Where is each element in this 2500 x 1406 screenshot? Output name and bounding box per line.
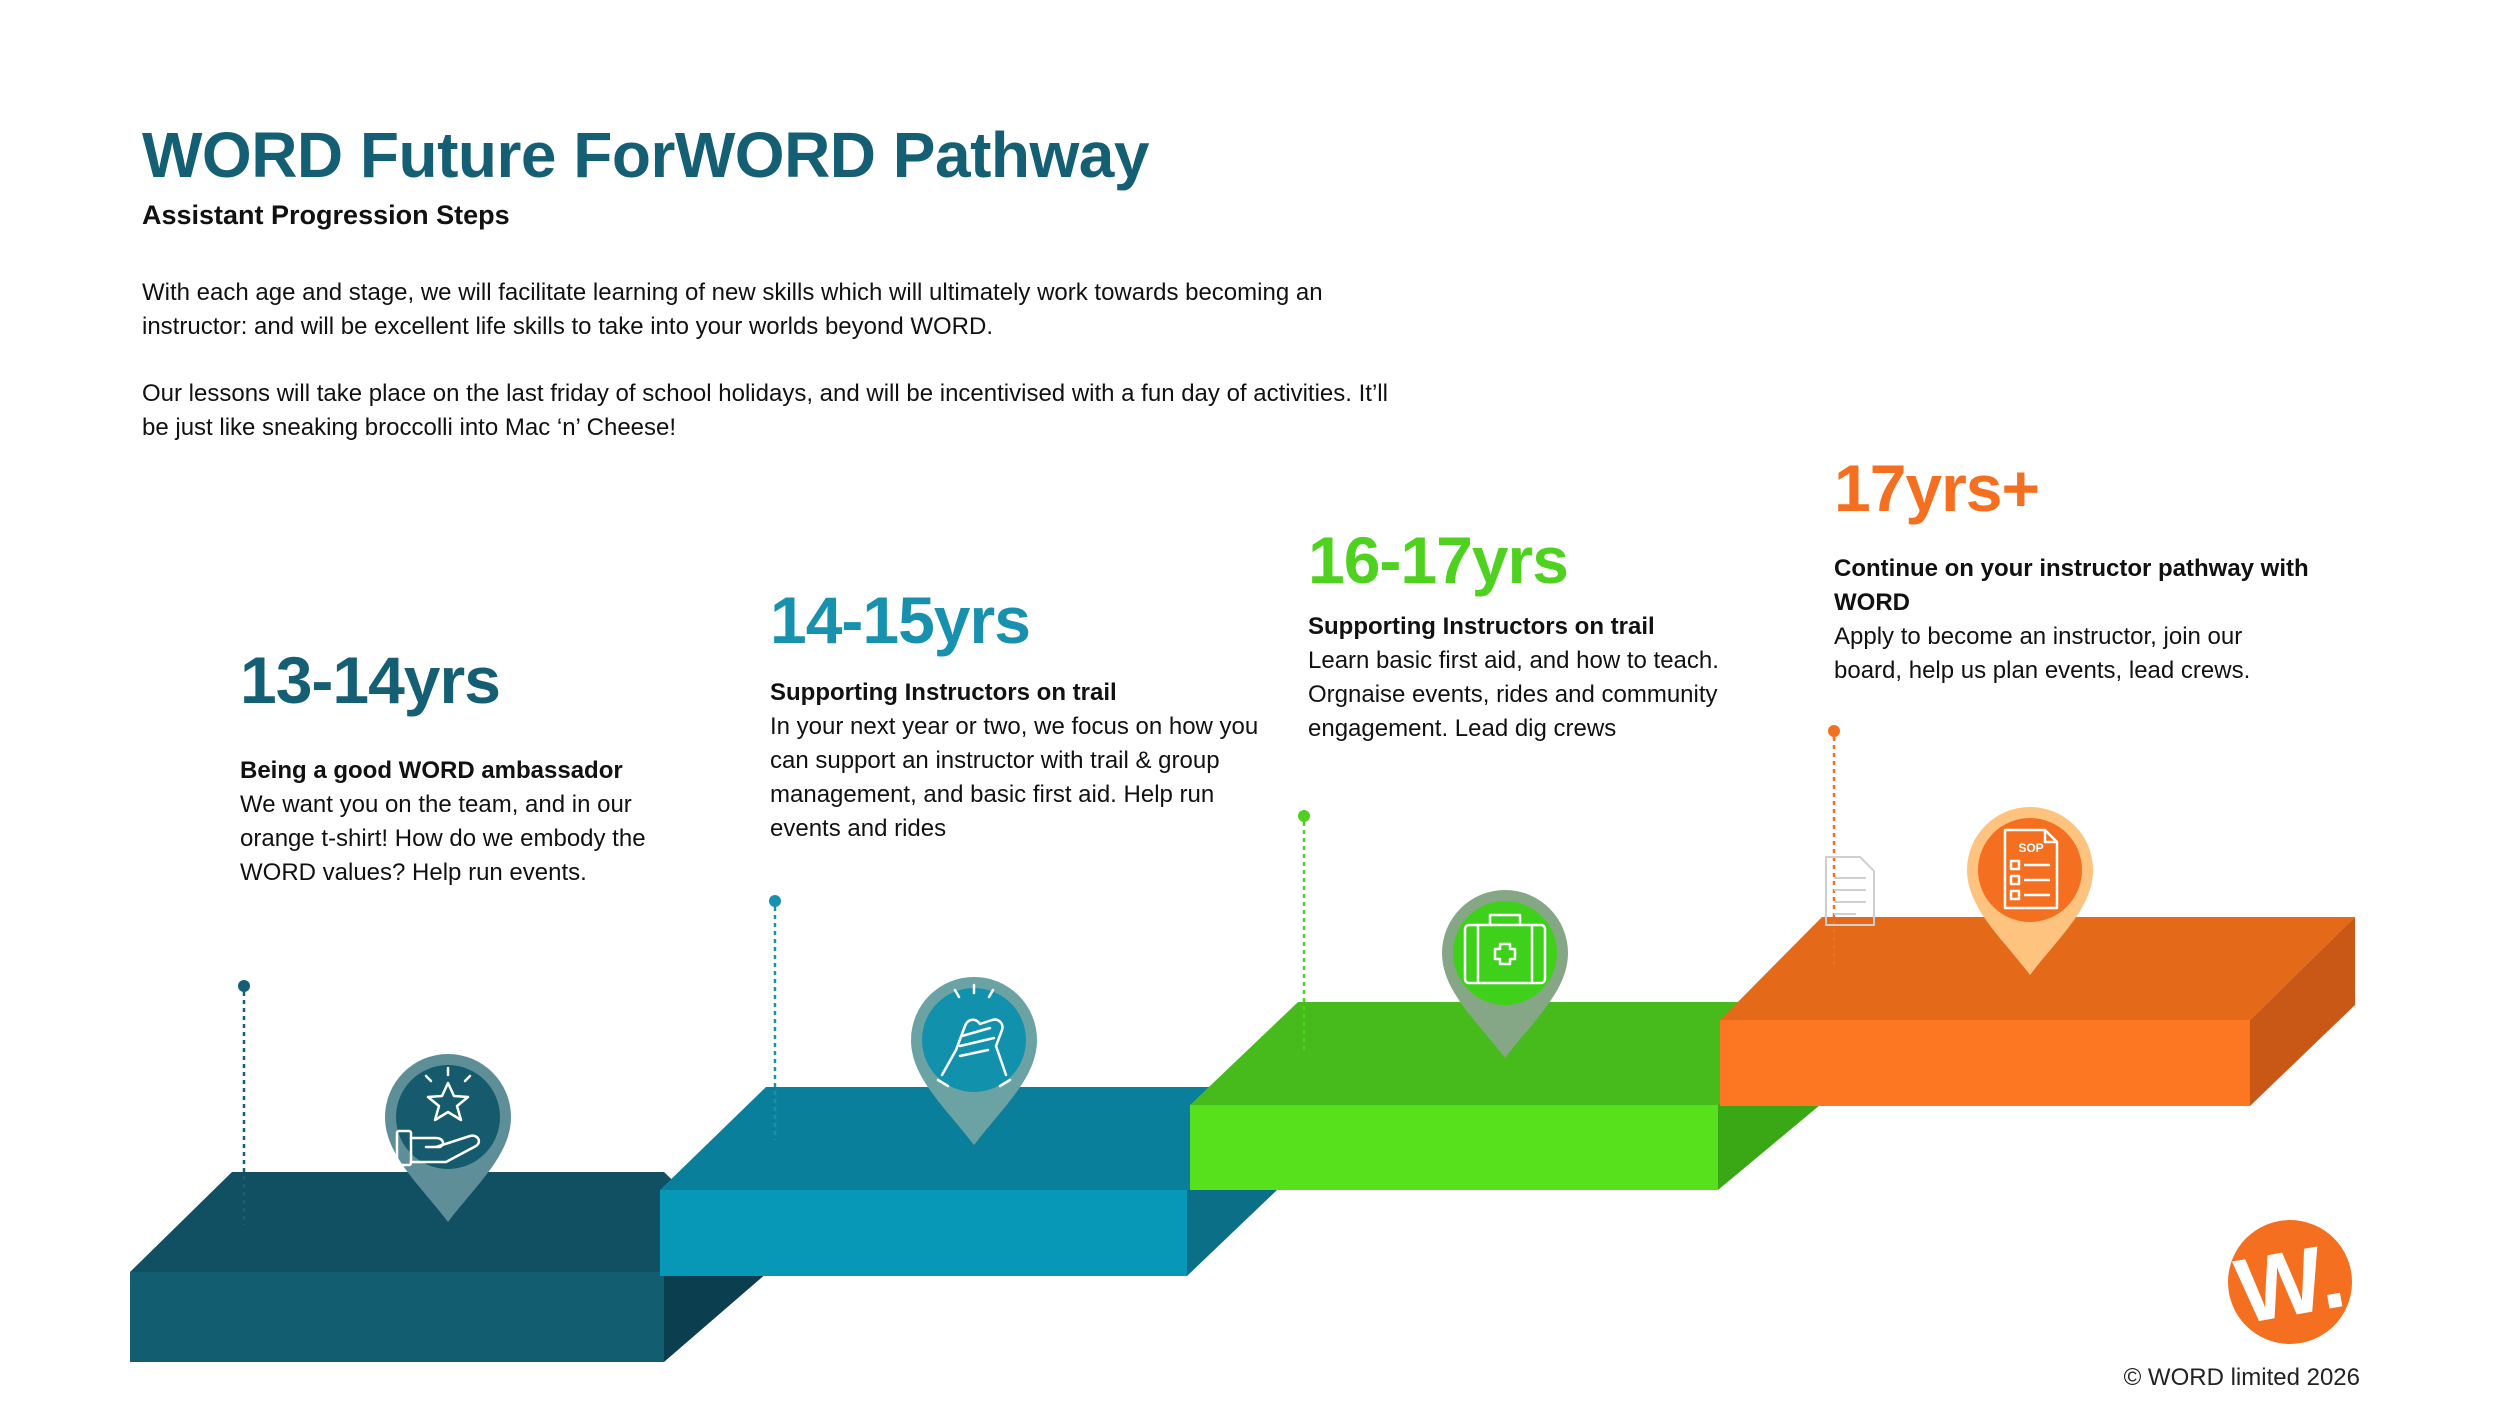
intro-paragraph-2: Our lessons will take place on the last … bbox=[142, 380, 1388, 441]
step-1-body: We want you on the team, and in our oran… bbox=[240, 791, 646, 886]
connector-2 bbox=[769, 895, 781, 1140]
word-logo: W. bbox=[2228, 1220, 2352, 1344]
step-1-age: 13-14yrs bbox=[240, 643, 501, 717]
step-4-body: Apply to become an instructor, join our … bbox=[1834, 623, 2251, 684]
faint-document-icon bbox=[1825, 856, 1875, 926]
step-block-1 bbox=[130, 1172, 768, 1362]
pin-marker-4: SOP bbox=[1967, 807, 2093, 975]
step-2-heading: Supporting Instructors on trail bbox=[770, 679, 1117, 706]
step-2-body: In your next year or two, we focus on ho… bbox=[770, 713, 1259, 842]
handshake-icon bbox=[936, 983, 1012, 1088]
step-block-4 bbox=[1720, 917, 2355, 1106]
page-subtitle: Assistant Progression Steps bbox=[142, 200, 510, 230]
sop-label: SOP bbox=[2018, 841, 2043, 855]
page-title: WORD Future ForWORD Pathway bbox=[142, 119, 1149, 191]
step-3-age: 16-17yrs bbox=[1308, 523, 1569, 597]
connector-4 bbox=[1828, 725, 1840, 968]
step-4-heading: Continue on your instructor pathway with… bbox=[1834, 555, 2309, 616]
step-2-age: 14-15yrs bbox=[770, 583, 1031, 657]
sop-document-icon bbox=[2003, 828, 2059, 910]
connector-1 bbox=[238, 980, 250, 1225]
step-1-heading: Being a good WORD ambassador bbox=[240, 757, 623, 784]
first-aid-kit-icon bbox=[1463, 913, 1547, 985]
intro-paragraph-1: With each age and stage, we will facilit… bbox=[142, 279, 1323, 340]
connector-3 bbox=[1298, 810, 1310, 1052]
copyright-text: © WORD limited 2026 bbox=[2123, 1364, 2360, 1391]
pin-marker-3 bbox=[1442, 890, 1568, 1058]
hand-star-icon bbox=[395, 1066, 481, 1167]
step-3-body: Learn basic first aid, and how to teach.… bbox=[1308, 647, 1719, 742]
step-4-age: 17yrs+ bbox=[1834, 451, 2040, 525]
pin-marker-1 bbox=[385, 1054, 511, 1222]
logo-text: W. bbox=[2229, 1224, 2352, 1343]
step-3-heading: Supporting Instructors on trail bbox=[1308, 613, 1655, 640]
pin-marker-2 bbox=[910, 976, 1037, 1145]
